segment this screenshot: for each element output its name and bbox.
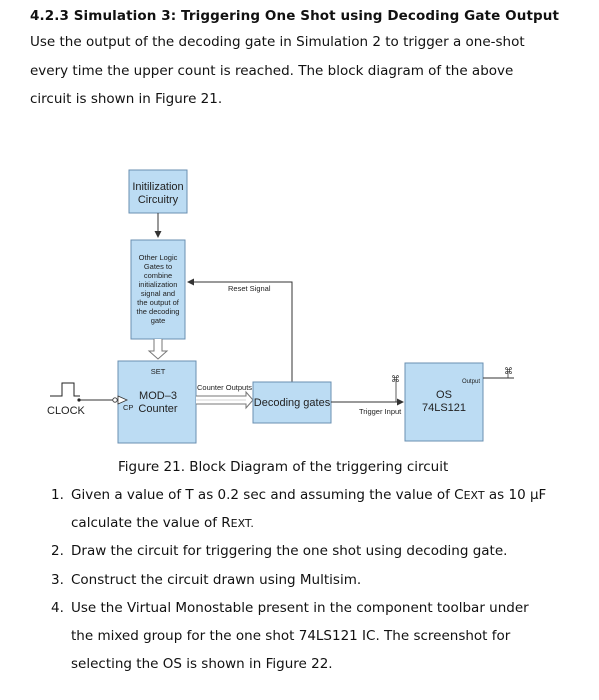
figure-caption: Figure 21. Block Diagram of the triggeri… [118, 459, 449, 475]
logic-line: the decoding [137, 307, 180, 316]
probe-icon-2: ⌘ [504, 366, 513, 376]
logic-line: signal and [141, 289, 175, 298]
section-heading: 4.2.3 Simulation 3: Triggering One Shot … [30, 8, 560, 24]
init-label-1: Initilization [132, 181, 183, 193]
probe-icon-1: ⌘ [391, 374, 400, 384]
intro-line-3: circuit is shown in Figure 21. [30, 91, 223, 107]
logic-line: the output of [137, 298, 180, 307]
intro-line-2: every time the upper count is reached. T… [30, 63, 514, 79]
logic-line: Other Logic [139, 253, 178, 262]
cext-subscript: EXT [463, 489, 485, 502]
logic-line: gate [151, 316, 166, 325]
logic-line: Gates to [144, 262, 172, 271]
decoding-label: Decoding gates [254, 397, 331, 409]
counter-outputs-label: Counter Outputs [197, 383, 252, 392]
list-item-3: Construct the circuit drawn using Multis… [71, 572, 362, 588]
intro-line-1: Use the output of the decoding gate in S… [30, 34, 525, 50]
item1-mid: as 10 μF [484, 487, 547, 503]
item1-pre: Given a value of T as 0.2 sec and assumi… [71, 487, 464, 503]
clock-triangle [117, 395, 128, 405]
item1-line2: calculate the value of R [71, 515, 231, 531]
rext-subscript: EXT. [230, 517, 254, 530]
logic-line: combine [144, 271, 172, 280]
trigger-label: Trigger Input [359, 407, 402, 416]
os-output-label: Output [462, 379, 480, 385]
list-item-1-line-2: calculate the value of REXT. [71, 515, 254, 531]
list-item-4-line-2: the mixed group for the one shot 74LS121… [71, 628, 511, 644]
counter-name: Counter [138, 403, 177, 415]
counter-block [117, 360, 197, 444]
list-item-1-line-1: Given a value of T as 0.2 sec and assumi… [71, 487, 546, 503]
init-block [128, 169, 188, 214]
reset-label: Reset Signal [228, 284, 271, 293]
clock-node [77, 398, 81, 402]
set-hollow-arrow [147, 339, 169, 360]
list-number-4: 4. [51, 600, 64, 616]
list-number-1: 1. [51, 487, 64, 503]
os-block [404, 362, 484, 442]
block-diagram: Initilization Circuitry Other Logic Gate… [47, 169, 514, 444]
list-item-2: Draw the circuit for triggering the one … [71, 543, 508, 559]
os-line1: OS [436, 389, 452, 401]
init-label-2: Circuitry [138, 194, 179, 206]
list-number-3: 3. [51, 572, 64, 588]
clock-label: CLOCK [47, 405, 86, 417]
counter-set: SET [151, 367, 166, 376]
counter-cp: CP [123, 403, 133, 412]
os-line2: 74LS121 [422, 402, 466, 414]
reset-line [187, 278, 293, 396]
list-number-2: 2. [51, 543, 64, 559]
clock-bubble [112, 397, 118, 403]
counter-mod: MOD–3 [139, 390, 177, 402]
decoding-block [252, 381, 332, 424]
logic-block [130, 239, 186, 340]
list-item-4-line-3: selecting the OS is shown in Figure 22. [71, 656, 333, 672]
logic-line: initialization [139, 280, 178, 289]
clock-pulse-icon [50, 382, 80, 397]
list-item-4-line-1: Use the Virtual Monostable present in th… [71, 600, 529, 616]
